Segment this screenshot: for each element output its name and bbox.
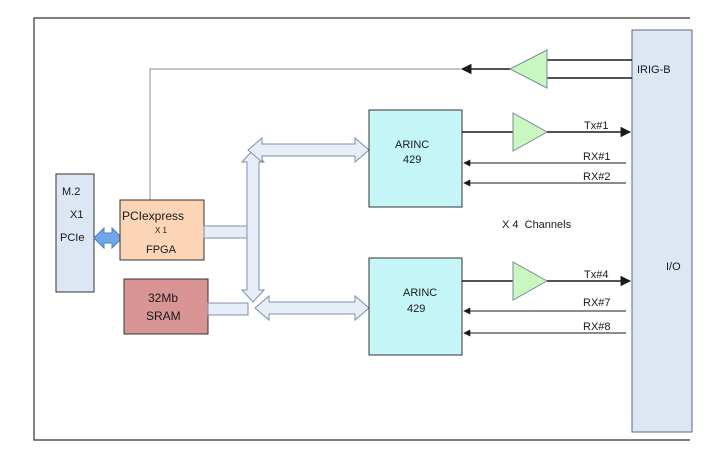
arinc1-429-label: 429	[403, 154, 421, 166]
io-label: I/O	[666, 261, 681, 273]
fpga-bus-connector	[203, 225, 249, 239]
m2-x1-label: X1	[70, 209, 83, 221]
fpga-label: FPGA	[146, 244, 177, 256]
sram-size-label: 32Mb	[148, 291, 178, 305]
diagram-frame	[33, 17, 690, 441]
arinc2-429-label: 429	[407, 303, 425, 315]
pcie-link-arrow	[93, 226, 123, 250]
m2-connector-box	[55, 173, 95, 293]
tx1-label: Tx#1	[584, 120, 608, 132]
bus-to-arinc2	[254, 294, 370, 322]
m2-label: M.2	[62, 186, 80, 198]
sram-bus-connector	[207, 302, 249, 316]
fpga-box	[119, 199, 205, 261]
fpga-x1-label: X 1	[155, 226, 168, 235]
rx1-label: RX#1	[583, 151, 611, 163]
fpga-pciexpress-label: PCIexpress	[122, 209, 184, 223]
arinc-429-box-1	[368, 109, 463, 208]
rx8-label: RX#8	[583, 321, 611, 333]
tx1-driver	[512, 112, 549, 152]
tx4-driver	[512, 261, 549, 301]
rx2-label: RX#2	[583, 171, 611, 183]
rx7-label: RX#7	[583, 297, 611, 309]
irig-b-receiver-buffer	[508, 49, 548, 89]
arinc1-label: ARINC	[395, 139, 429, 151]
m2-pcie-label: PCIe	[60, 232, 84, 244]
arinc-429-box-2	[368, 257, 463, 356]
irig-b-to-fpga-line	[149, 68, 462, 200]
sram-box	[123, 278, 209, 335]
vertical-data-bus	[240, 149, 266, 303]
bus-to-arinc1	[247, 136, 370, 164]
arinc2-label: ARINC	[403, 287, 437, 299]
tx4-label: Tx#4	[584, 269, 608, 281]
io-bar	[631, 29, 693, 433]
sram-label: SRAM	[146, 309, 181, 323]
channels-note: X 4 Channels	[502, 219, 572, 231]
irig-b-label: IRIG-B	[637, 64, 671, 76]
